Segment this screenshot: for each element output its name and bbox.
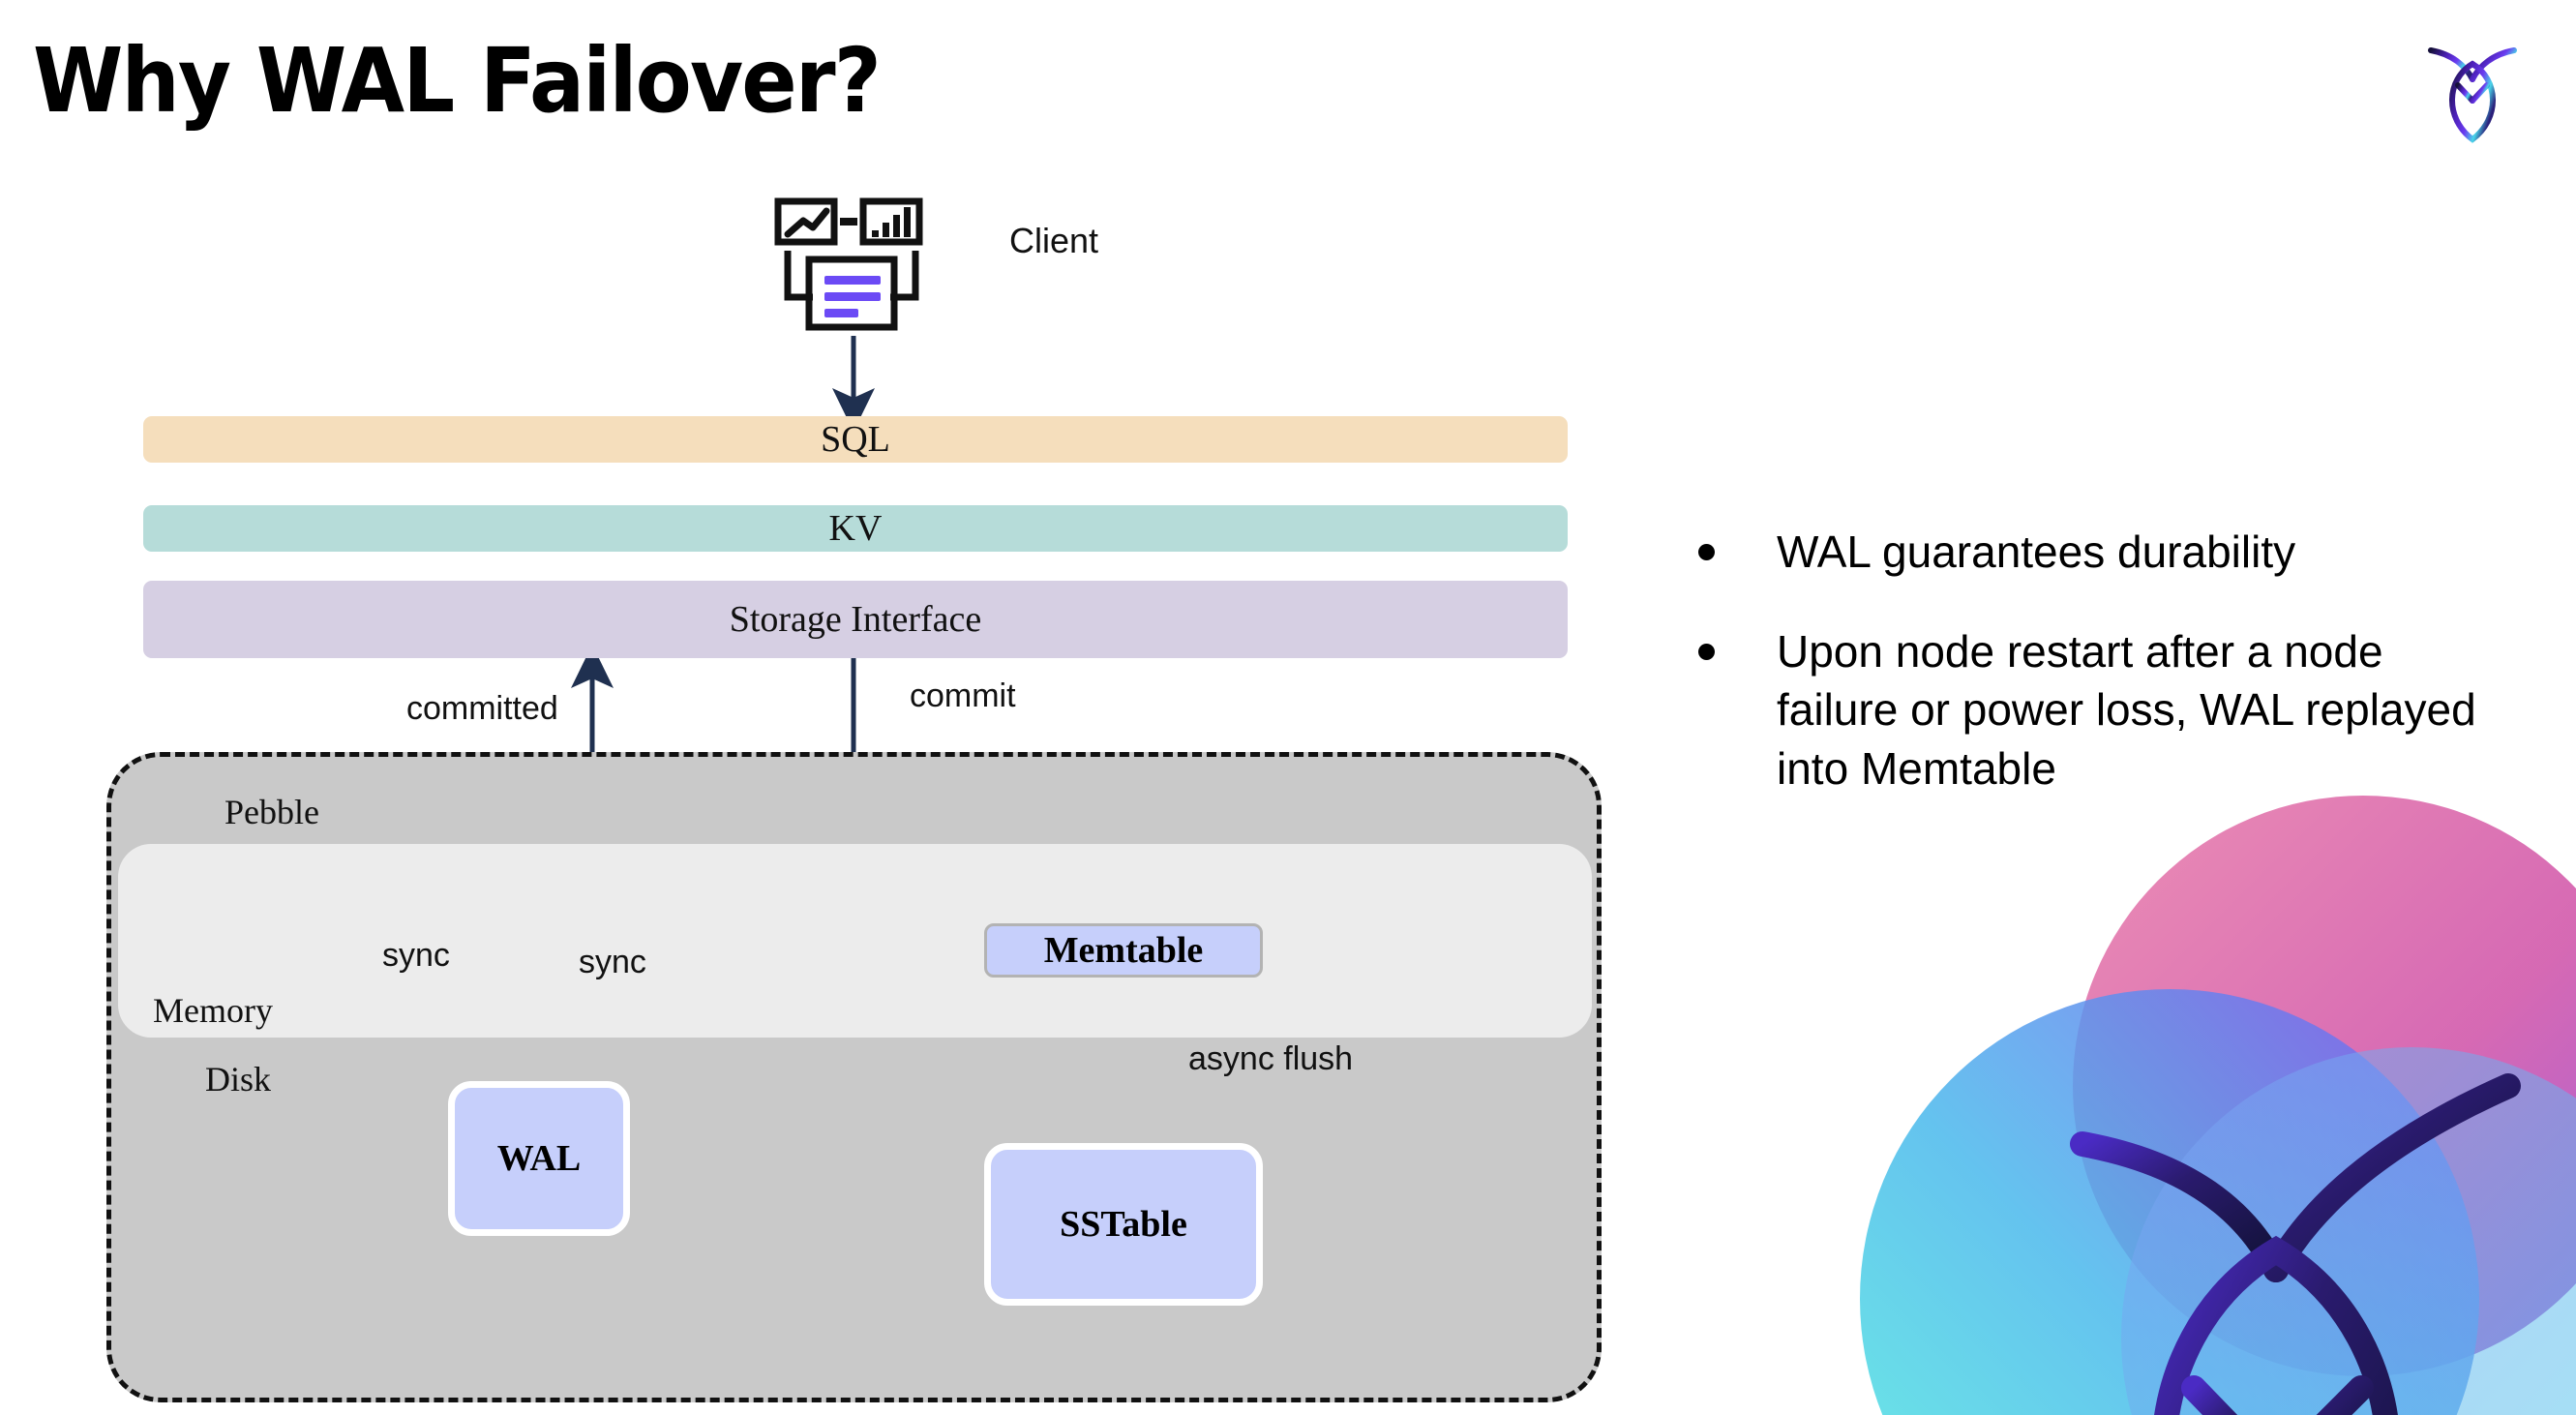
edge-label-committed: committed — [406, 690, 558, 727]
bullet-list: WAL guarantees durability Upon node rest… — [1698, 523, 2501, 839]
page-title: Why WAL Failover? — [33, 29, 882, 133]
edge-label-sync-committed: sync — [382, 937, 450, 974]
list-item: WAL guarantees durability — [1698, 523, 2501, 582]
layer-bar-kv[interactable]: KV — [143, 505, 1568, 552]
architecture-diagram: Client SQL KV Storage Interface Pebble M… — [106, 196, 1602, 1402]
layer-bar-sql[interactable]: SQL — [143, 416, 1568, 463]
pebble-label: Pebble — [225, 793, 319, 831]
memory-region — [118, 844, 1592, 1038]
list-item: Upon node restart after a node failure o… — [1698, 622, 2501, 798]
node-wal[interactable]: WAL — [448, 1081, 630, 1236]
node-sstable[interactable]: SSTable — [984, 1143, 1263, 1306]
client-dashboard-icon — [774, 196, 929, 336]
bullet-dot-icon — [1698, 643, 1715, 660]
decorative-logo-watermark — [1841, 796, 2576, 1415]
node-memtable[interactable]: Memtable — [984, 923, 1263, 978]
cockroachdb-logo — [2419, 29, 2526, 145]
edge-label-commit: commit — [910, 677, 1016, 714]
edge-label-async-flush: async flush — [1188, 1040, 1354, 1077]
layer-bar-storage-interface[interactable]: Storage Interface — [143, 581, 1568, 658]
bullet-text: WAL guarantees durability — [1777, 527, 2296, 577]
bullet-dot-icon — [1698, 544, 1715, 560]
bullet-text: Upon node restart after a node failure o… — [1777, 625, 2476, 795]
edge-label-sync-wal: sync — [579, 944, 646, 980]
memory-label: Memory — [153, 991, 273, 1030]
disk-label: Disk — [205, 1060, 272, 1099]
client-label: Client — [1009, 221, 1099, 260]
